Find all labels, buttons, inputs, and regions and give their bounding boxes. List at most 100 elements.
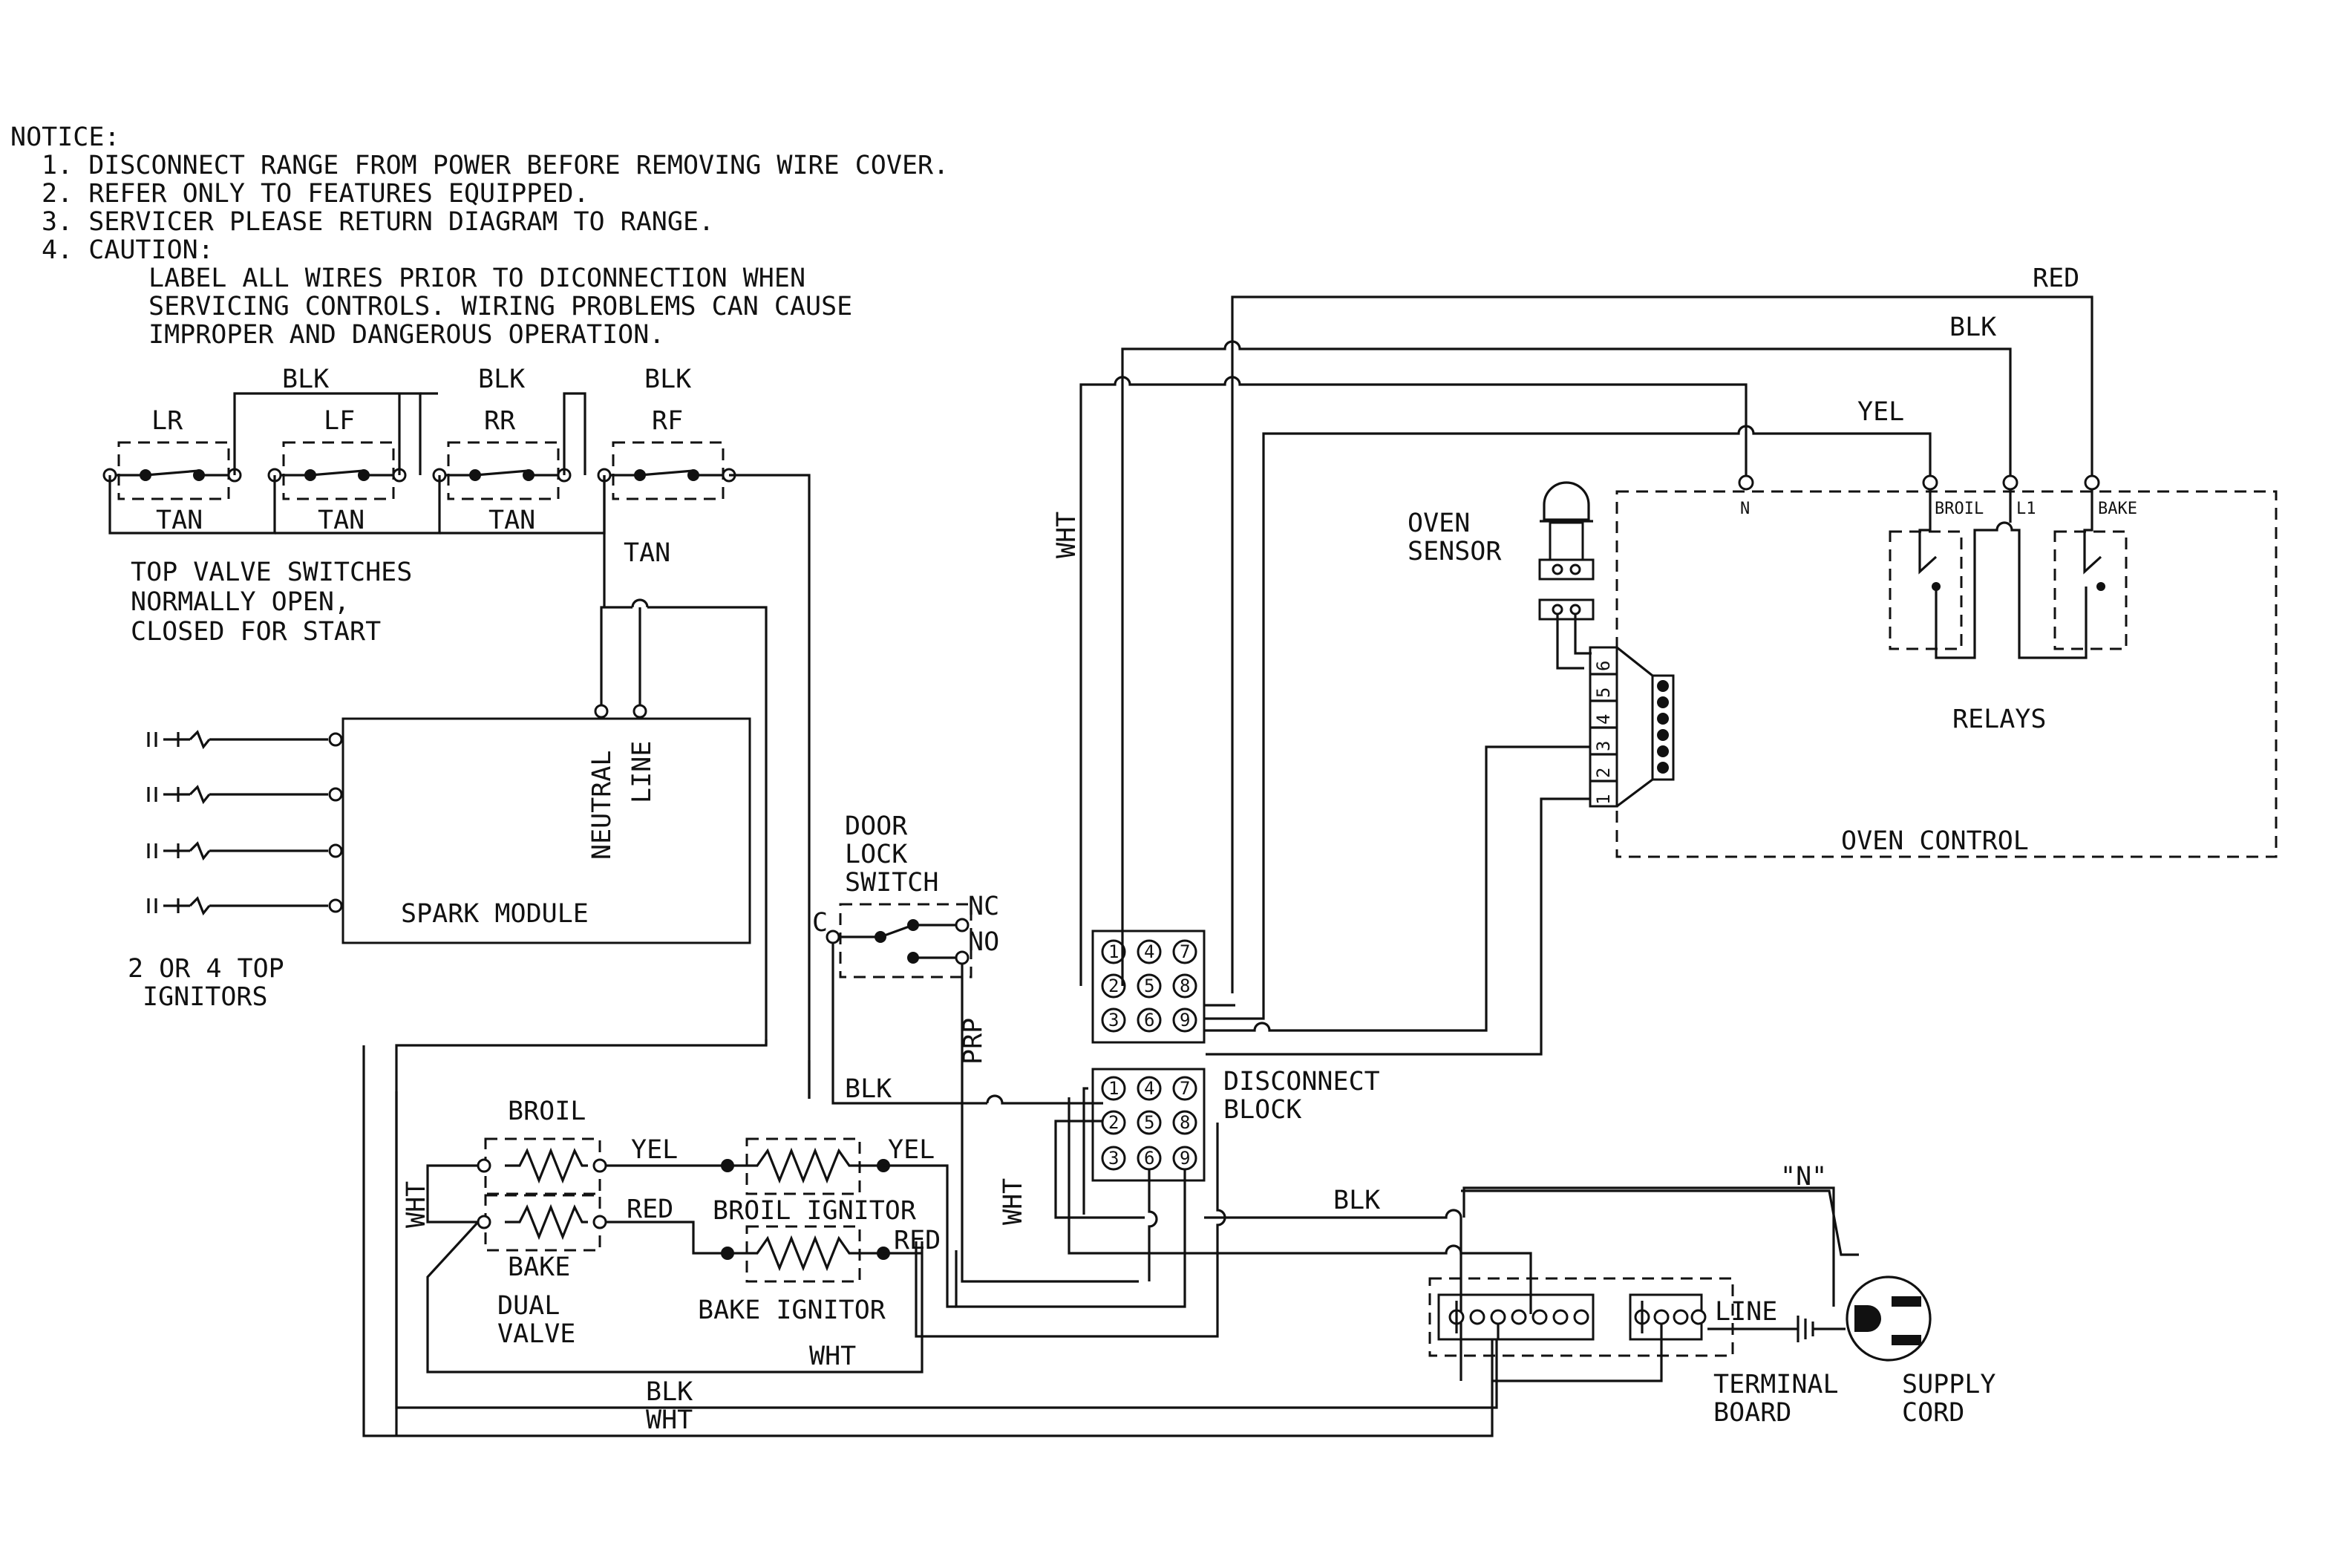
wire-tan-4: TAN (624, 538, 670, 568)
caution-line-3: IMPROPER AND DANGEROUS OPERATION. (148, 320, 664, 350)
sensor-icon (1538, 481, 1595, 621)
door-lock-switch: DOOR LOCK SWITCH C NC NO PRP BLK (812, 811, 1139, 1283)
notice-item-2: 2. REFER ONLY TO FEATURES EQUIPPED. (42, 179, 589, 209)
wire-tan-2: TAN (318, 506, 365, 535)
spark-module-label: SPARK MODULE (401, 899, 589, 929)
broil-ignitor-box (745, 1137, 861, 1195)
upper-pin-9: 9 (1180, 1010, 1190, 1030)
bake-ignitor: RED BAKE IGNITOR (698, 1225, 941, 1325)
line-label: LINE (1715, 1297, 1777, 1327)
relays-label: RELAYS (1952, 705, 2046, 734)
terminal-board: LINE TERMINAL BOARD (1428, 1277, 1839, 1428)
upper-pin-4: 4 (1144, 941, 1154, 962)
notice-item-1: 1. DISCONNECT RANGE FROM POWER BEFORE RE… (42, 151, 949, 180)
terminal-board-label-1: TERMINAL (1713, 1370, 1839, 1399)
switches-caption-3: CLOSED FOR START (131, 617, 381, 647)
wire-tan-3: TAN (488, 506, 535, 535)
switch-lr-box (117, 441, 230, 500)
lower-pin-5: 5 (1144, 1112, 1154, 1133)
bake-label: BAKE (508, 1252, 570, 1282)
wire-blk-1: BLK (282, 365, 329, 394)
switch-label-lf: LF (324, 406, 355, 436)
notice-block: NOTICE: 1. DISCONNECT RANGE FROM POWER B… (10, 122, 949, 350)
lower-pin-1: 1 (1108, 1078, 1119, 1099)
conn-pin-3: 3 (1593, 741, 1614, 751)
oven-control-label: OVEN CONTROL (1841, 826, 2029, 856)
wire-blk-3: BLK (644, 365, 691, 394)
lower-pin-3: 3 (1108, 1148, 1119, 1169)
upper-pin-2: 2 (1108, 976, 1119, 996)
wire-wht-top: WHT (1052, 512, 1082, 558)
lower-pin-8: 8 (1180, 1112, 1190, 1133)
wire-wht-lower: WHT (998, 1178, 1028, 1225)
supply-cord-label-1: SUPPLY (1902, 1370, 1995, 1399)
wire-tan-1: TAN (156, 506, 203, 535)
conn-pin-6: 6 (1593, 661, 1614, 671)
ignitors-caption-2: IGNITORS (143, 982, 268, 1012)
upper-pin-8: 8 (1180, 976, 1190, 996)
disconnect-block-label-1: DISCONNECT (1223, 1067, 1380, 1097)
switch-label-rf: RF (652, 406, 683, 436)
broil-ignitor: YEL BROIL IGNITOR (713, 1135, 956, 1308)
notice-item-4: 4. CAUTION: (42, 235, 214, 265)
lower-harness: BLK WHT (915, 1087, 1835, 1381)
ignitor-icon (147, 730, 211, 916)
top-valve-switches: LR LF RR RF BLK BLK BLK TAN TAN TAN TAN … (102, 365, 811, 1099)
conn-pin-4: 4 (1593, 714, 1614, 725)
terminal-n-label: N (1740, 500, 1750, 518)
switch-label-lr: LR (151, 406, 183, 436)
caution-line-1: LABEL ALL WIRES PRIOR TO DICONNECTION WH… (148, 264, 805, 293)
notice-item-3: 3. SERVICER PLEASE RETURN DIAGRAM TO RAN… (42, 207, 714, 237)
door-lock-title-1: DOOR (845, 811, 908, 841)
dual-valve-label-2: VALVE (497, 1319, 575, 1349)
lower-pin-7: 7 (1180, 1078, 1190, 1099)
bottom-runs: BLK WHT (362, 1039, 1498, 1437)
switch-rf-box (612, 441, 725, 500)
terminal-broil-label: BROIL (1935, 500, 1984, 518)
bake-relay-box (2053, 530, 2128, 650)
switch-rr-box (447, 441, 560, 500)
disconnect-block-label-2: BLOCK (1223, 1095, 1301, 1125)
wire-prp-label: PRP (958, 1018, 988, 1065)
upper-pin-1: 1 (1108, 941, 1119, 962)
ignitors-caption-1: 2 OR 4 TOP (128, 954, 284, 984)
door-lock-title-3: SWITCH (845, 868, 938, 898)
switches-caption-2: NORMALLY OPEN, (131, 587, 350, 617)
oven-control-box (1615, 490, 2278, 858)
oven-sensor: OVEN SENSOR (1408, 481, 1595, 670)
oven-sensor-label-1: OVEN (1408, 509, 1470, 538)
supply-cord: "N" SUPPLY CORD (1461, 1162, 1995, 1428)
wire-wht-mid: WHT (809, 1342, 856, 1371)
disconnect-block-upper: 1 4 7 2 5 8 3 6 9 (1091, 930, 1206, 1044)
wire-red-valve: RED (627, 1195, 673, 1224)
terminal-board-label-2: BOARD (1713, 1398, 1791, 1428)
lower-pin-2: 2 (1108, 1112, 1119, 1133)
door-lock-box (839, 903, 972, 979)
spark-module: SPARK MODULE NEUTRAL LINE 2 O (128, 575, 768, 1436)
ground-icon (1797, 1316, 1846, 1342)
lower-pin-6: 6 (1144, 1148, 1154, 1169)
lower-pin-4: 4 (1144, 1078, 1154, 1099)
upper-pin-5: 5 (1144, 976, 1154, 996)
door-lock-title-2: LOCK (845, 840, 907, 869)
wire-yel-top: YEL (1857, 397, 1904, 427)
wire-blk-bottom: BLK (646, 1377, 693, 1407)
dual-valve-label-1: DUAL (497, 1291, 560, 1321)
broil-label: BROIL (508, 1097, 586, 1126)
upper-block-box (1091, 930, 1206, 1044)
bake-ignitor-box (745, 1225, 861, 1283)
wire-red-ignitor: RED (894, 1226, 941, 1255)
upper-pin-6: 6 (1144, 1010, 1154, 1030)
spark-module-box (341, 717, 751, 944)
wire-yel-valve: YEL (631, 1135, 678, 1165)
top-harness: RED BLK WHT YEL (1052, 264, 2093, 1056)
wire-yel-ignitor: YEL (888, 1135, 935, 1165)
lower-pin-9: 9 (1180, 1148, 1190, 1169)
switches-caption-1: TOP VALVE SWITCHES (131, 558, 412, 587)
wire-wht-valve: WHT (402, 1181, 431, 1228)
oven-sensor-label-2: SENSOR (1408, 537, 1502, 566)
upper-pin-3: 3 (1108, 1010, 1119, 1030)
wire-blk-lower: BLK (1333, 1186, 1380, 1215)
caution-line-2: SERVICING CONTROLS. WIRING PROBLEMS CAN … (148, 292, 852, 321)
